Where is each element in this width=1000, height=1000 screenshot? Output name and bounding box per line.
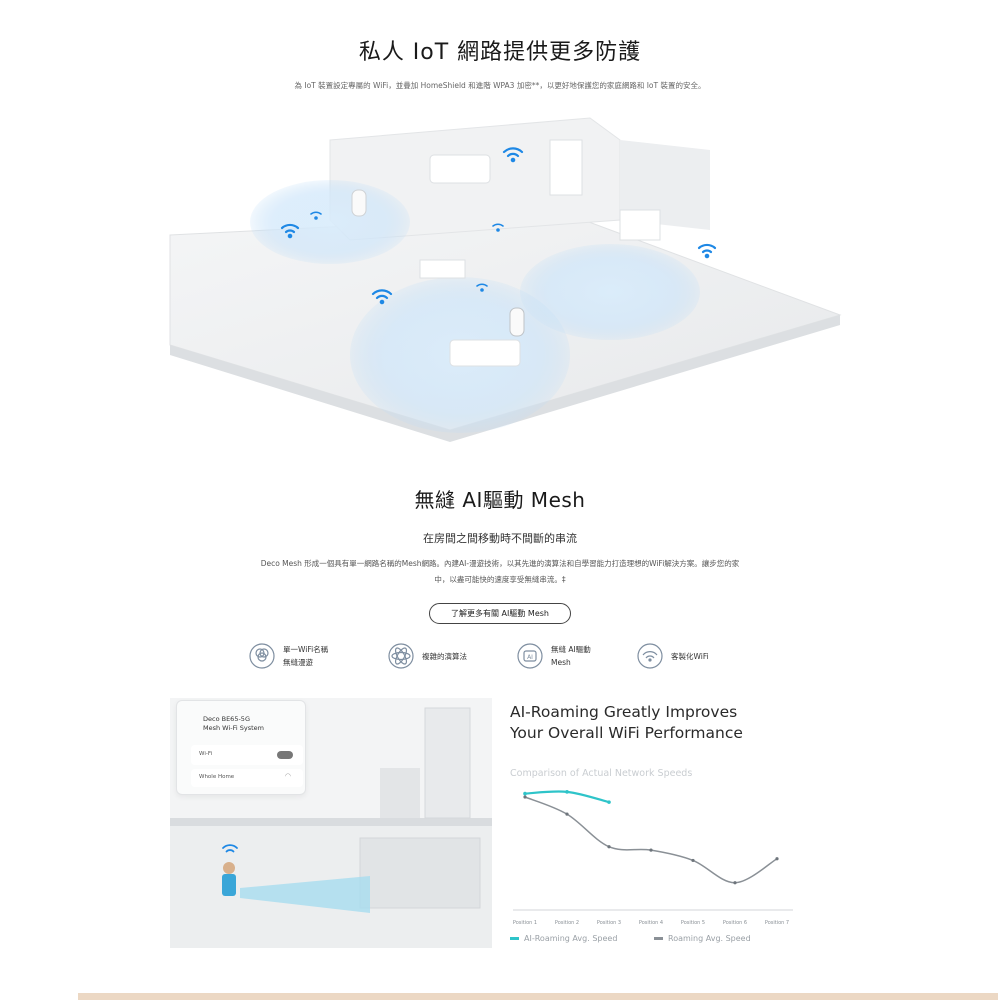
whole-home-label: Whole Home: [199, 774, 235, 780]
rings-icon: [249, 643, 275, 669]
wifi-icon: [476, 283, 488, 292]
legend-swatch: [654, 937, 663, 940]
bottom-banner-strip: [78, 993, 998, 1000]
iot-section-title: 私人 IoT 網路提供更多防護: [358, 40, 642, 65]
wifi-toggle[interactable]: [277, 751, 293, 759]
roaming-scene: [170, 698, 492, 948]
chart-title-line1: AI-Roaming Greatly Improves: [510, 703, 738, 721]
wifi-icon: [280, 223, 300, 239]
roaming-photo: Deco BE65-5G Mesh Wi-Fi System Wi-Fi Who…: [170, 698, 492, 948]
data-point: [565, 812, 569, 816]
wifi-icon: [310, 211, 322, 220]
speed-comparison-chart: Position 1 Position 2 Position 3 Position 4…: [513, 790, 793, 926]
data-point: [565, 790, 569, 794]
mesh-section-title: 無縫 AI驅動 Mesh: [414, 488, 586, 512]
feature-label: 無縫 AI驅動: [551, 645, 591, 654]
custom-wifi-icon: [637, 643, 663, 669]
feature-label: Mesh: [551, 658, 571, 667]
cabinet: [549, 139, 583, 196]
data-point: [691, 858, 695, 863]
wifi-icon: [697, 243, 717, 259]
x-tick-label: Position 3: [597, 920, 621, 926]
wifi-icon: [492, 223, 504, 232]
feature-single-wifi: 單一WiFi名稱 無縫漫遊: [249, 643, 328, 669]
right-wall: [620, 140, 710, 230]
phone-card-title: Mesh Wi-Fi System: [203, 724, 264, 732]
data-point: [523, 795, 527, 799]
x-tick-label: Position 7: [765, 920, 789, 926]
wifi-coverage-glow-right: [520, 244, 700, 340]
iot-section-subtitle: 為 IoT 裝置設定專屬的 WiFi，並疊加 HomeShield 和進階 WP…: [294, 81, 706, 90]
whole-home-row: Whole Home ◠: [191, 769, 303, 787]
data-point: [733, 881, 737, 885]
legend-roaming: Roaming Avg. Speed: [654, 934, 751, 943]
learn-more-button[interactable]: 了解更多有關 AI驅動 Mesh: [429, 603, 571, 624]
mesh-description: Deco Mesh 形成一個具有單一網路名稱的Mesh網路。內建AI-漫遊技術，…: [180, 556, 820, 588]
mesh-description-line1: Deco Mesh 形成一個具有單一網路名稱的Mesh網路。內建AI-漫遊技術，…: [260, 559, 740, 568]
wifi-beam: [240, 876, 370, 913]
feature-label: 複雜的演算法: [422, 651, 467, 661]
sofa: [449, 339, 521, 367]
x-tick-label: Position 1: [513, 920, 537, 926]
deco-unit-left: [351, 189, 367, 217]
series-line-1: [524, 796, 778, 884]
data-point: [607, 845, 611, 849]
wifi-row: Wi-Fi: [191, 745, 303, 765]
table: [419, 259, 466, 279]
data-point: [775, 857, 779, 861]
deco-unit-bottom: [509, 307, 525, 337]
data-point: [523, 791, 527, 796]
feature-label: 客製化WiFi: [671, 651, 709, 661]
x-tick-label: Position 6: [723, 920, 747, 926]
feature-label: 單一WiFi名稱: [283, 645, 329, 654]
wifi-icon: [222, 844, 238, 853]
wifi-icon: [502, 147, 524, 163]
mesh-section-subtitle: 在房間之間移動時不間斷的串流: [423, 532, 577, 545]
chart-subtitle: Comparison of Actual Network Speeds: [510, 768, 693, 779]
feature-label: 無縫漫遊: [283, 658, 313, 667]
phone-card: Deco BE65-5G Mesh Wi-Fi System Wi-Fi Who…: [176, 700, 306, 795]
stairs: [619, 209, 661, 241]
wifi-icon: [371, 289, 393, 305]
x-tick-label: Position 4: [639, 920, 663, 926]
bed: [429, 154, 491, 184]
ai-chip-icon: AI: [517, 643, 543, 669]
mesh-description-line2: 中，以盡可能快的速度享受無縫串流。‡: [434, 575, 566, 584]
phone-card-title: Deco BE65-5G: [203, 715, 250, 723]
chart-title-line2: Your Overall WiFi Performance: [510, 724, 743, 742]
feature-algorithm: 複雜的演算法: [388, 643, 467, 669]
person: [222, 874, 236, 896]
wifi-signal-icon: ◠: [284, 772, 291, 780]
svg-text:AI: AI: [527, 654, 533, 661]
house-illustration: [169, 117, 842, 442]
x-tick-label: Position 2: [555, 920, 579, 926]
legend-label: AI-Roaming Avg. Speed: [524, 934, 618, 943]
legend-ai-roaming: AI-Roaming Avg. Speed: [510, 934, 617, 943]
feature-ai-mesh: AI 無縫 AI驅動 Mesh: [517, 643, 591, 669]
atom-icon: [388, 643, 414, 669]
legend-swatch: [510, 937, 519, 940]
legend-label: Roaming Avg. Speed: [668, 934, 751, 943]
data-point: [649, 848, 653, 852]
x-tick-label: Position 5: [681, 920, 705, 926]
wifi-coverage-glow-left: [250, 180, 410, 264]
wifi-row-label: Wi-Fi: [199, 751, 213, 757]
chart-title: AI-Roaming Greatly Improves Your Overall…: [510, 702, 743, 744]
feature-custom-wifi: 客製化WiFi: [637, 643, 709, 669]
data-point: [607, 800, 611, 804]
